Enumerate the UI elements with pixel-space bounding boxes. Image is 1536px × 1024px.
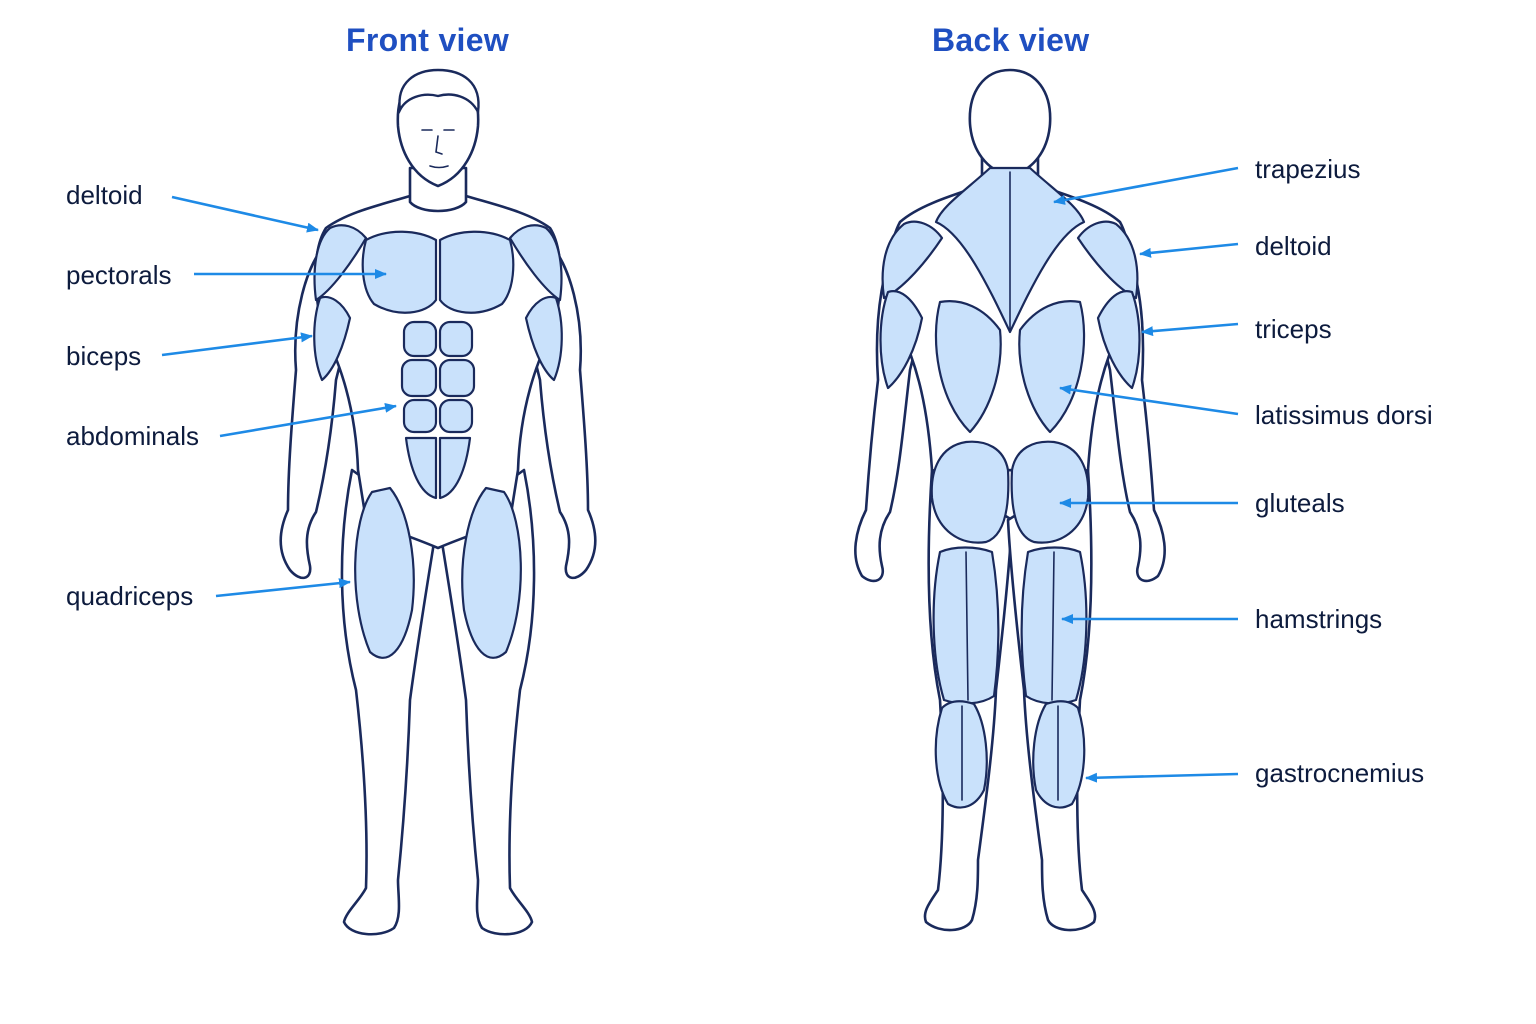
- arrow-front-quadriceps: [215, 578, 351, 598]
- front-hair: [398, 68, 480, 117]
- label-front-abdominals: abdominals: [66, 421, 199, 451]
- label-front-biceps: biceps: [66, 341, 142, 371]
- arrow-back-triceps: [1141, 322, 1239, 337]
- front-arrows: [161, 195, 397, 598]
- back-triceps-left: [879, 290, 924, 390]
- arrow-back-trapezius: [1053, 166, 1239, 205]
- arrow-back-gastrocnemius: [1085, 772, 1239, 783]
- front-abs-3l: [402, 398, 438, 434]
- front-deltoid-left: [313, 224, 368, 302]
- arrow-front-abdominals: [219, 402, 397, 438]
- arrow-back-deltoid: [1139, 242, 1239, 258]
- label-back-gluteals: gluteals: [1255, 488, 1345, 518]
- back-triceps-right: [1096, 290, 1141, 390]
- arrow-back-latissimus: [1059, 384, 1239, 416]
- front-abs-2l: [400, 358, 438, 398]
- back-hamstring-right: [1020, 546, 1088, 705]
- label-front-quadriceps: quadriceps: [66, 581, 194, 611]
- label-back-triceps: triceps: [1255, 314, 1332, 344]
- label-back-trapezius: trapezius: [1255, 154, 1361, 184]
- front-deltoid-right: [508, 224, 563, 302]
- front-abs-1r: [438, 320, 474, 358]
- label-back-hamstrings: hamstrings: [1255, 604, 1383, 634]
- front-figure: [279, 68, 597, 936]
- label-back-gastrocnemius: gastrocnemius: [1255, 758, 1425, 788]
- back-lat-right: [1018, 300, 1086, 434]
- label-back-deltoid: deltoid: [1255, 231, 1332, 261]
- label-front-pectorals: pectorals: [66, 260, 172, 290]
- front-view-title: Front view: [346, 22, 510, 58]
- arrow-front-deltoid: [171, 195, 319, 233]
- front-abs-2r: [438, 358, 476, 398]
- label-back-latissimus: latissimus dorsi: [1255, 400, 1433, 430]
- back-figure: [854, 68, 1166, 932]
- front-pectoral-left: [361, 230, 438, 314]
- front-abs-4r: [438, 436, 472, 500]
- front-pectoral-right: [438, 230, 515, 314]
- front-biceps-left: [313, 295, 352, 382]
- back-glute-right: [1010, 440, 1090, 544]
- back-hamstring-left: [932, 546, 1000, 705]
- back-lat-left: [934, 300, 1002, 434]
- arrow-front-biceps: [161, 332, 313, 357]
- front-abs-3r: [438, 398, 474, 434]
- back-arrows: [1053, 166, 1239, 783]
- front-quad-right: [461, 486, 522, 659]
- front-biceps-right: [524, 295, 563, 382]
- back-glute-left: [930, 440, 1010, 544]
- front-quad-left: [354, 486, 415, 659]
- back-view-title: Back view: [932, 22, 1090, 58]
- front-abs-4l: [404, 436, 438, 500]
- back-deltoid-right: [1076, 220, 1139, 300]
- back-deltoid-left: [881, 220, 944, 300]
- front-abs-1l: [402, 320, 438, 358]
- label-front-deltoid: deltoid: [66, 180, 143, 210]
